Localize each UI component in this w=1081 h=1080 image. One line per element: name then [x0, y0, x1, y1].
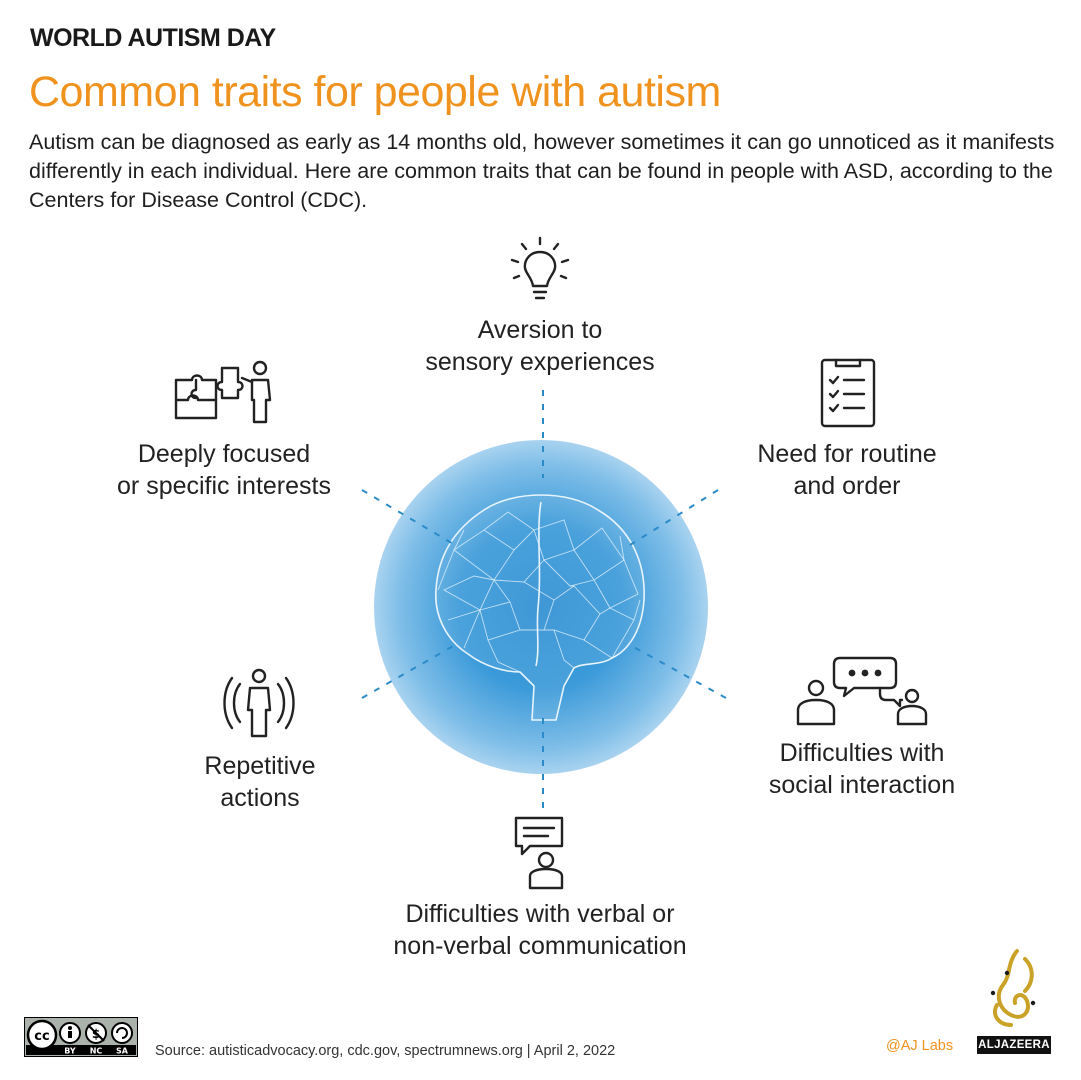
trait-interests-line1: Deeply focused	[137, 440, 311, 468]
intro-text: Autism can be diagnosed as early as 14 m…	[29, 130, 1055, 212]
cc-license-badge: cc $ BY NC SA	[24, 1017, 138, 1057]
brain-icon	[435, 494, 645, 721]
trait-social-line2: social interaction	[768, 771, 956, 799]
page-title: Common traits for people with autism	[29, 68, 721, 116]
cc-sa-label: SA	[116, 1047, 129, 1056]
trait-communication-line1: Difficulties with verbal or	[405, 900, 675, 928]
aj-labs-credit: @AJ Labs	[886, 1038, 954, 1054]
kicker: WORLD AUTISM DAY	[30, 24, 276, 52]
trait-routine-line2: and order	[793, 472, 901, 500]
speech-person-icon	[514, 816, 564, 890]
aljazeera-logo-icon	[990, 949, 1036, 1027]
checklist-icon	[820, 358, 876, 428]
trait-routine-line1: Need for routine	[757, 440, 937, 468]
trait-routine: Need for routine and order	[697, 438, 997, 502]
trait-communication: Difficulties with verbal or non-verbal c…	[320, 898, 760, 962]
trait-sensory: Aversion to sensory experiences	[390, 314, 690, 378]
trait-sensory-line2: sensory experiences	[425, 348, 655, 376]
person-waves-icon	[223, 668, 295, 738]
chat-people-icon	[796, 656, 928, 726]
puzzle-person-icon	[174, 360, 272, 424]
trait-interests: Deeply focused or specific interests	[74, 438, 374, 502]
trait-repetitive-line2: actions	[220, 784, 300, 812]
source-note: Source: autisticadvocacy.org, cdc.gov, s…	[155, 1043, 616, 1059]
cc-nc-label: NC	[90, 1047, 103, 1056]
trait-interests-line2: or specific interests	[117, 472, 331, 500]
trait-repetitive-line1: Repetitive	[204, 752, 316, 780]
trait-repetitive: Repetitive actions	[110, 750, 410, 814]
trait-social: Difficulties with social interaction	[712, 737, 1012, 801]
cc-label: cc	[34, 1029, 49, 1044]
cc-by-label: BY	[64, 1047, 76, 1056]
trait-sensory-line1: Aversion to	[477, 316, 603, 344]
lightbulb-icon	[510, 236, 570, 300]
aljazeera-wordmark: ALJAZEERA	[977, 1036, 1051, 1054]
trait-social-line1: Difficulties with	[779, 739, 945, 767]
trait-communication-line2: non-verbal communication	[393, 932, 687, 960]
